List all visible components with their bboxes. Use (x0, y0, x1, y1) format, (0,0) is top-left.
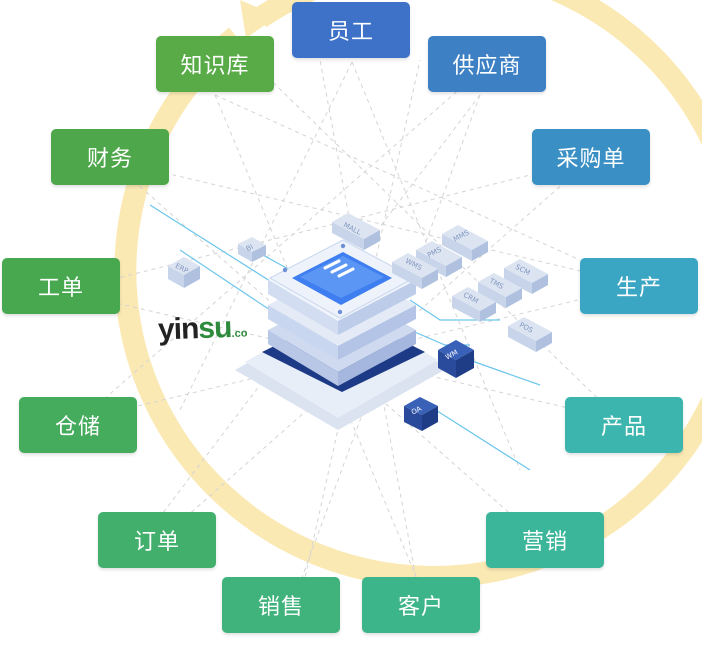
node-product[interactable]: 产品 (565, 397, 683, 453)
module-erp: ERP (168, 257, 200, 288)
logo-suffix: .co (231, 327, 248, 340)
node-label: 订单 (133, 530, 180, 555)
node-label: 员工 (327, 20, 374, 45)
module-pms: PMS (416, 241, 462, 277)
svg-text:BI: BI (245, 243, 255, 253)
yinsu-logo: yinsu.co (157, 310, 247, 347)
node-label: 工单 (37, 276, 84, 301)
node-label: 供应商 (452, 54, 522, 79)
module-mall: MALL (332, 213, 380, 250)
node-purchase-order[interactable]: 采购单 (532, 129, 650, 185)
node-marketing[interactable]: 营销 (486, 512, 604, 568)
cycle-arrow-head (240, 0, 278, 38)
node-sales[interactable]: 销售 (222, 577, 340, 633)
node-work-order[interactable]: 工单 (2, 258, 120, 314)
module-oa: OA (404, 397, 438, 431)
node-order[interactable]: 订单 (98, 512, 216, 568)
logo-text-green: su (197, 311, 232, 346)
node-label: 财务 (86, 147, 133, 172)
module-crm: CRM (452, 287, 496, 322)
node-label: 客户 (397, 595, 444, 620)
svg-text:OA: OA (410, 405, 423, 417)
node-label: 采购单 (556, 147, 626, 172)
module-bi: BI (238, 237, 266, 262)
node-production[interactable]: 生产 (580, 258, 698, 314)
node-label: 知识库 (180, 54, 250, 79)
node-label: 仓储 (54, 415, 101, 440)
node-employee[interactable]: 员工 (292, 2, 410, 58)
module-scm: SCM (504, 259, 548, 294)
cycle-ring (114, 0, 702, 588)
module-wm: WM (438, 340, 474, 378)
logo-text-dark: yin (157, 312, 199, 347)
node-knowledge-base[interactable]: 知识库 (156, 36, 274, 92)
node-warehouse[interactable]: 仓储 (19, 397, 137, 453)
module-mms: MMS (442, 225, 488, 261)
node-finance[interactable]: 财务 (51, 129, 169, 185)
node-label: 生产 (615, 276, 662, 301)
node-customer[interactable]: 客户 (362, 577, 480, 633)
server-stack (268, 239, 416, 386)
module-blocks: MALL PMS MMS WMS SCM (168, 213, 552, 431)
node-label: 销售 (257, 595, 304, 620)
node-label: 产品 (600, 415, 647, 440)
module-tms: TMS (478, 273, 522, 308)
node-label: 营销 (521, 530, 568, 555)
module-wms: WMS (392, 253, 438, 289)
node-supplier[interactable]: 供应商 (428, 36, 546, 92)
module-pos: POS (508, 317, 552, 352)
